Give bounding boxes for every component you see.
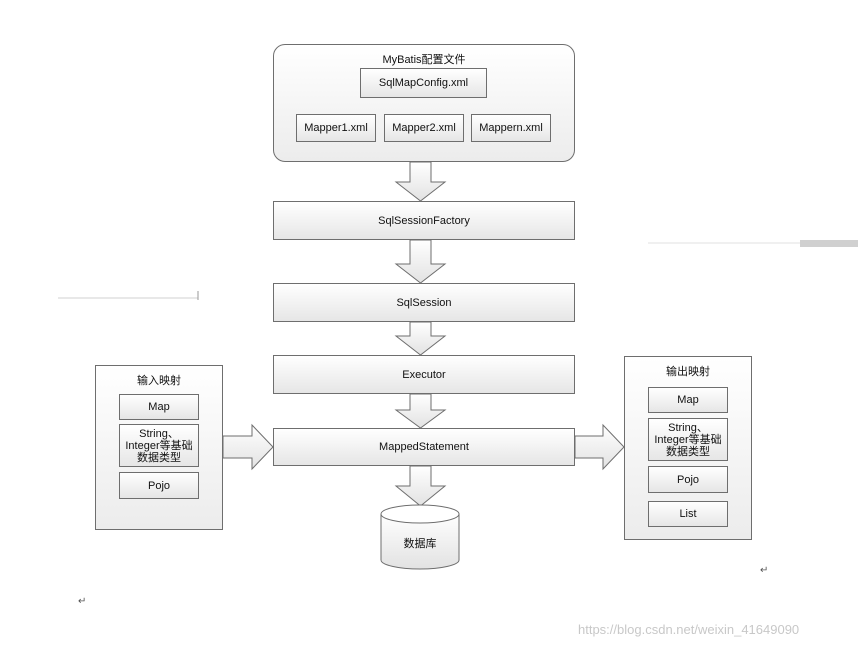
- mappern-box: Mappern.xml: [471, 114, 551, 142]
- arrow-down-config-to-factory: [394, 161, 447, 202]
- input-basic-types-box: String、 Integer等基础 数据类型: [119, 424, 199, 467]
- sqlsession-box: SqlSession: [273, 283, 575, 322]
- input-map-label: Map: [148, 401, 170, 413]
- database-label: 数据库: [403, 538, 437, 550]
- mappedstatement-box: MappedStatement: [273, 428, 575, 466]
- output-map-label: Map: [677, 394, 699, 406]
- input-map-box: Map: [119, 394, 199, 420]
- sqlmapconfig-box: SqlMapConfig.xml: [360, 68, 487, 98]
- output-pojo-box: Pojo: [648, 466, 728, 493]
- database-cylinder: [380, 504, 460, 570]
- output-map-box: Map: [648, 387, 728, 413]
- arrow-right-input-to-statement: [222, 423, 274, 471]
- mybatis-config-panel: MyBatis配置文件: [273, 44, 575, 162]
- output-list-box: List: [648, 501, 728, 527]
- config-panel-title: MyBatis配置文件: [382, 54, 466, 66]
- input-pojo-label: Pojo: [147, 479, 171, 492]
- arrow-down-session-to-executor: [394, 321, 447, 356]
- output-basic-types-label: String、 Integer等基础 数据类型: [654, 421, 722, 458]
- sqlsessionfactory-label: SqlSessionFactory: [378, 214, 470, 227]
- sqlsessionfactory-box: SqlSessionFactory: [273, 201, 575, 240]
- input-mapping-title: 输入映射: [137, 375, 181, 387]
- mapper2-label: Mapper2.xml: [392, 122, 456, 134]
- return-mark-left: ↵: [78, 596, 87, 607]
- mappedstatement-label: MappedStatement: [379, 441, 469, 453]
- executor-label: Executor: [402, 368, 446, 381]
- return-mark-right: ↵: [760, 565, 769, 576]
- arrow-down-factory-to-session: [394, 239, 447, 284]
- output-mapping-title: 输出映射: [666, 366, 710, 378]
- output-pojo-label: Pojo: [676, 473, 700, 486]
- output-list-label: List: [679, 508, 697, 520]
- watermark-text: https://blog.csdn.net/weixin_41649090: [578, 622, 800, 637]
- sqlmapconfig-label: SqlMapConfig.xml: [378, 77, 469, 89]
- output-basic-types-box: String、 Integer等基础 数据类型: [648, 418, 728, 461]
- input-pojo-box: Pojo: [119, 472, 199, 499]
- arrow-right-statement-to-output: [574, 423, 625, 471]
- mapper1-box: Mapper1.xml: [296, 114, 376, 142]
- arrow-down-executor-to-statement: [394, 393, 447, 429]
- mappern-label: Mappern.xml: [479, 122, 543, 134]
- mapper2-box: Mapper2.xml: [384, 114, 464, 142]
- arrow-down-statement-to-database: [394, 465, 447, 507]
- sqlsession-label: SqlSession: [396, 296, 452, 309]
- input-basic-types-label: String、 Integer等基础 数据类型: [125, 427, 193, 464]
- executor-box: Executor: [273, 355, 575, 394]
- mapper1-label: Mapper1.xml: [304, 122, 368, 134]
- faint-bar-right: [800, 240, 858, 247]
